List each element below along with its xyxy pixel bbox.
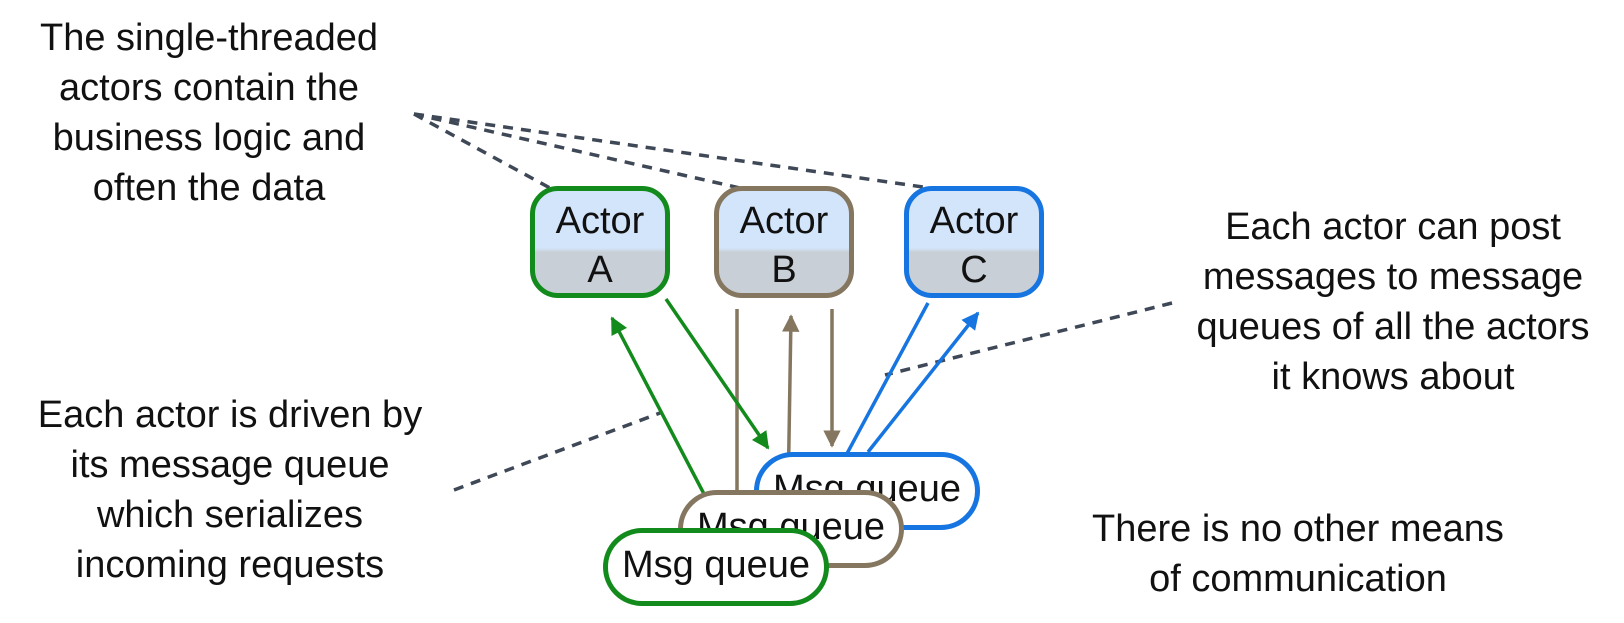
note-line: There is no other means <box>1092 508 1504 550</box>
actor-a-label-line2: A <box>587 249 613 291</box>
note-line: actors contain the <box>59 67 359 109</box>
arrow-actor-a-to-queue-c <box>664 298 770 450</box>
actor-c-box: Actor C <box>904 186 1044 298</box>
note-driven-by-queue: Each actor is driven by its message queu… <box>6 390 454 590</box>
note-line: messages to message <box>1202 256 1584 298</box>
actor-b-label-line1: Actor <box>739 200 829 242</box>
note-no-other-means: There is no other means of communication <box>1068 504 1528 604</box>
note-line: business logic and <box>52 117 366 159</box>
note-line: Each actor is driven by <box>37 394 423 436</box>
actor-a-box: Actor A <box>530 186 670 298</box>
actor-b-box: Actor B <box>714 186 854 298</box>
msg-queue-a-label: Msg queue <box>621 544 810 586</box>
note-single-threaded-actors: The single-threaded actors contain the b… <box>14 13 404 213</box>
actor-a-label-line1: Actor <box>555 200 645 242</box>
actor-c-label-line2: C <box>960 249 988 291</box>
leader-line-actor-c <box>413 112 931 190</box>
note-line: often the data <box>92 167 326 209</box>
note-line: Each actor can post <box>1225 206 1561 248</box>
note-line: which serializes <box>96 494 364 536</box>
arrow-queue-c-to-actor-c <box>866 311 980 454</box>
note-line: incoming requests <box>75 544 385 586</box>
actor-c-label-line1: Actor <box>929 200 1019 242</box>
actor-b-label-line2: B <box>771 249 797 291</box>
note-line: it knows about <box>1271 356 1515 398</box>
msg-queue-actor-a: Msg queue <box>603 528 829 606</box>
leader-line-actor-b <box>413 112 741 190</box>
note-post-messages: Each actor can post messages to message … <box>1168 202 1618 402</box>
note-line: queues of all the actors <box>1196 306 1590 348</box>
leader-line-actor-a <box>413 112 551 190</box>
note-line: The single-threaded <box>40 17 378 59</box>
note-line: its message queue <box>70 444 390 486</box>
note-line: of communication <box>1149 558 1447 600</box>
leader-line-driven-by-queue <box>453 411 661 492</box>
leader-line-post-messages <box>884 301 1173 377</box>
